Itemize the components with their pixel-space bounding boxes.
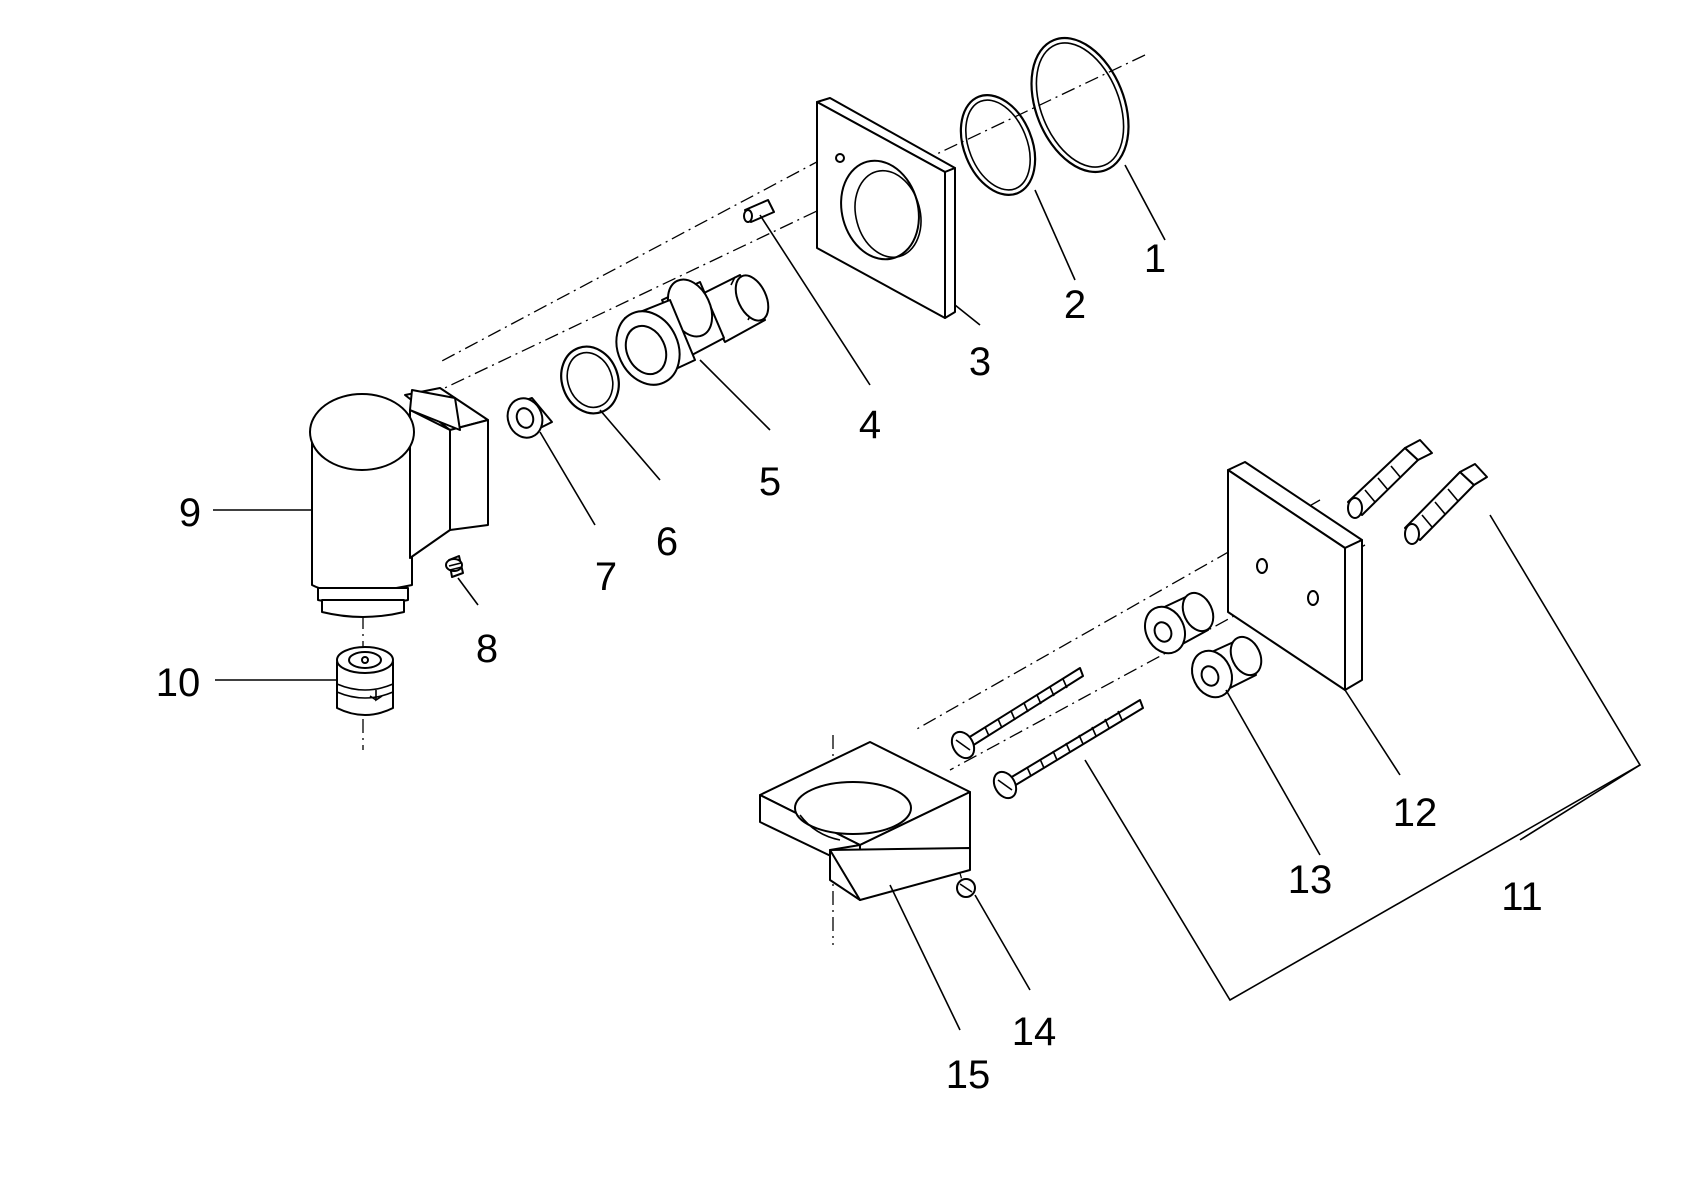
leader-12	[1344, 689, 1401, 776]
part-8-grub-screw	[445, 555, 464, 578]
leader-11	[1519, 764, 1641, 841]
part-4-pin	[743, 199, 775, 223]
leader-1	[1124, 164, 1166, 241]
leader-4	[759, 214, 871, 386]
leader-lines	[213, 164, 1642, 1031]
callout-labels: 1 2 3 4 5 6 7 8 9 10 11 12 13 14 15	[156, 237, 1543, 1097]
callout-9: 9	[179, 491, 201, 535]
leader-14	[974, 894, 1031, 991]
leader-2	[1034, 189, 1076, 281]
part-12-wall-plate	[1227, 461, 1363, 691]
leader-15	[889, 884, 961, 1031]
part-1-large-o-ring	[1030, 36, 1130, 174]
callout-3: 3	[969, 340, 991, 384]
part-11-wall-plugs	[1347, 439, 1488, 545]
callout-1: 1	[1144, 237, 1166, 281]
leader-5	[699, 359, 771, 431]
callout-8: 8	[476, 627, 498, 671]
wall-plug-upper	[1347, 439, 1433, 519]
callout-10: 10	[156, 661, 201, 705]
part-10-aerator	[336, 646, 394, 716]
callout-15: 15	[946, 1053, 991, 1097]
part-13-spacers	[1144, 591, 1263, 699]
part-7-bushing	[506, 397, 553, 439]
part-5-threaded-nipple	[615, 274, 770, 386]
wall-plug-lower	[1404, 463, 1488, 545]
spacer-lower	[1191, 635, 1263, 699]
callout-4: 4	[859, 403, 881, 447]
part-14-small-screw	[956, 878, 976, 898]
part-3-square-plate	[816, 97, 956, 319]
callout-12: 12	[1393, 791, 1438, 835]
callout-7: 7	[595, 555, 617, 599]
spacer-upper	[1144, 591, 1215, 655]
callout-2: 2	[1064, 283, 1086, 327]
leader-11-bracket	[1084, 514, 1642, 1002]
callout-6: 6	[656, 520, 678, 564]
mounting-screws	[950, 667, 1144, 800]
part-2-small-o-ring	[959, 94, 1037, 196]
leader-3	[954, 304, 981, 326]
leader-6	[599, 409, 661, 481]
leader-8	[457, 577, 479, 606]
leader-7	[539, 431, 596, 526]
part-9-elbow-body	[309, 387, 489, 618]
callout-14: 14	[1012, 1010, 1057, 1054]
callout-5: 5	[759, 460, 781, 504]
leader-13	[1225, 689, 1321, 856]
screw-upper	[950, 667, 1084, 760]
main-axis	[429, 54, 1146, 396]
callout-11: 11	[1501, 875, 1543, 919]
callout-13: 13	[1288, 858, 1333, 902]
part-15-shower-holder	[759, 741, 971, 901]
screw-lower	[992, 699, 1144, 800]
